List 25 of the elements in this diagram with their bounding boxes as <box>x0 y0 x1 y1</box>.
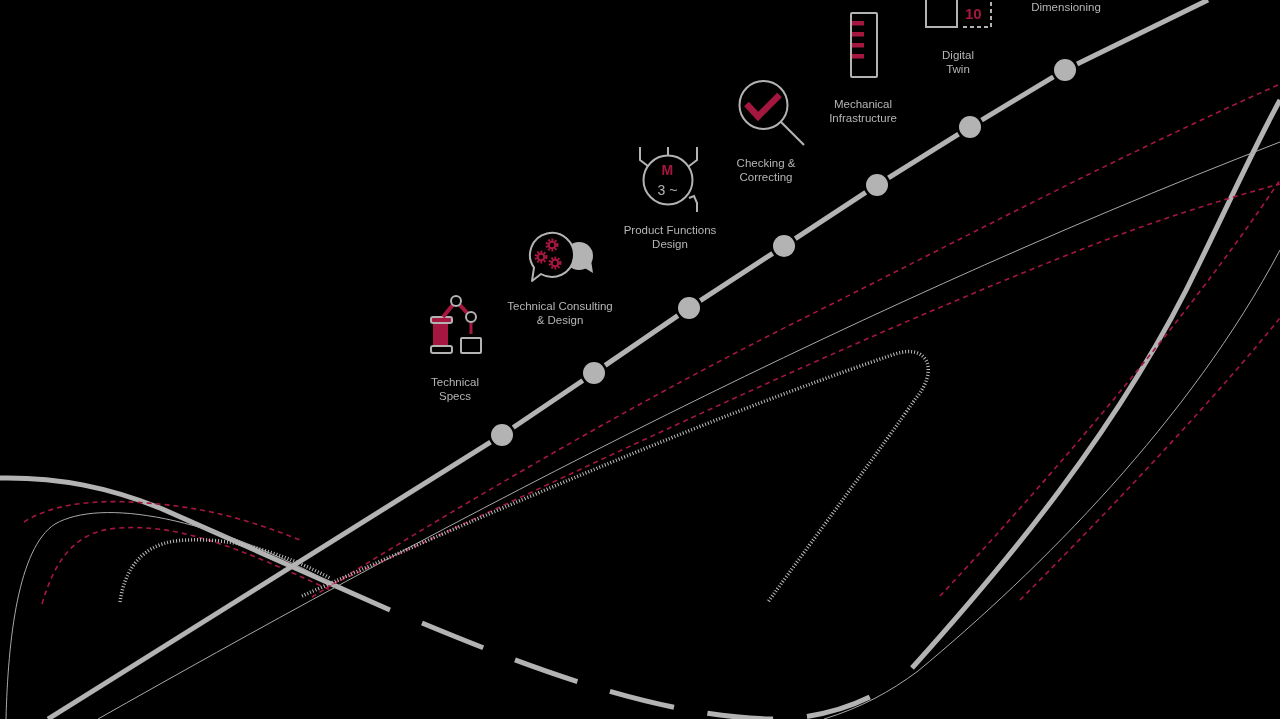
timeline-segment <box>46 440 492 719</box>
timeline-segment <box>698 251 775 303</box>
milestone-label: Technical Consulting & Design <box>506 299 614 327</box>
milestone-dot <box>678 297 700 319</box>
timeline-segment <box>511 378 585 430</box>
motor-letter: M <box>661 162 675 178</box>
frame-number: 10 <box>965 6 983 22</box>
milestone-label: Technical Specs <box>430 375 480 403</box>
phase-marking: 3 ~ <box>657 182 679 198</box>
milestone-label: Digital Twin <box>941 48 975 76</box>
milestone-label: Product Functions Design <box>623 223 717 251</box>
timeline-segment <box>980 74 1055 123</box>
milestone-dot <box>491 424 513 446</box>
timeline-segment <box>1076 0 1210 67</box>
timeline-segment <box>887 132 960 180</box>
milestone-dot <box>773 235 795 257</box>
milestone-label: Dimensioning <box>1030 0 1102 14</box>
milestone-label: Mechanical Infrastructure <box>828 97 898 125</box>
timeline-segment <box>793 190 868 241</box>
milestone-dot <box>866 174 888 196</box>
milestone-dot <box>1054 59 1076 81</box>
timeline-segment <box>603 313 680 368</box>
milestone-dot <box>959 116 981 138</box>
milestone-dot <box>583 362 605 384</box>
milestone-label: Checking & Correcting <box>736 156 796 184</box>
